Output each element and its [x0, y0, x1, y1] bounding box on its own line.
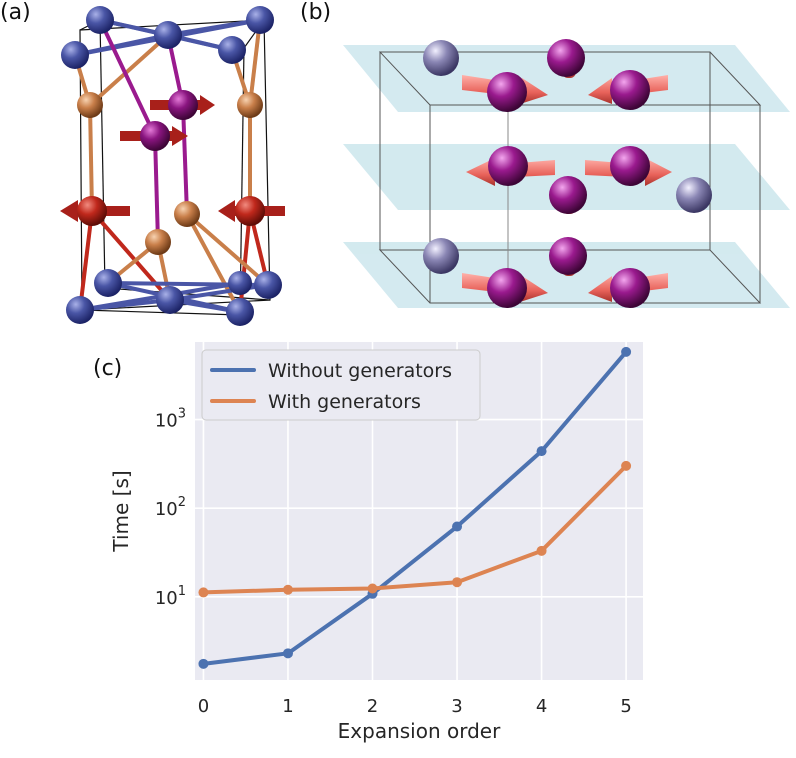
x-tick-labels: 0 1 2 3 4 5: [198, 696, 632, 717]
copper-atom: [237, 92, 263, 118]
magenta-atom: [547, 39, 585, 77]
x-tick-label: 1: [282, 696, 293, 717]
purple-atom: [168, 90, 198, 120]
x-tick-label: 2: [367, 696, 378, 717]
magenta-atom: [610, 70, 650, 110]
series-line-with-generators: [201, 463, 629, 595]
blue-atom: [94, 269, 122, 297]
crystal-structure-a: [60, 6, 285, 326]
lavender-atom: [423, 238, 459, 274]
atoms-a: [61, 6, 282, 326]
y-tick-label: 102: [155, 495, 186, 520]
blue-atom: [246, 6, 274, 34]
series-lines: [198, 346, 632, 669]
data-point-without-generators: [621, 346, 632, 357]
y-tick-labels: 101 102 103: [155, 407, 186, 609]
magenta-atom: [487, 72, 527, 112]
magenta-atom: [488, 146, 528, 186]
x-tick-label: 4: [536, 696, 547, 717]
legend-label-without-generators: Without generators: [268, 360, 452, 382]
data-point-with-generators: [452, 577, 463, 588]
lavender-atom: [676, 177, 712, 213]
blue-atom: [218, 36, 246, 64]
red-atom: [77, 196, 107, 226]
lavender-atom: [423, 40, 459, 76]
series-line-without-generators: [201, 349, 629, 666]
blue-atom: [66, 296, 94, 324]
data-point-with-generators: [367, 583, 378, 594]
blue-atom: [154, 21, 182, 49]
blue-atom: [156, 286, 184, 314]
data-point-with-generators: [198, 587, 209, 598]
data-point-without-generators: [536, 446, 547, 457]
data-point-with-generators: [282, 584, 293, 595]
x-tick-label: 5: [620, 696, 631, 717]
legend-label-with-generators: With generators: [268, 391, 421, 413]
data-point-with-generators: [621, 460, 632, 471]
legend-box: [201, 349, 481, 421]
data-point-without-generators: [282, 648, 293, 659]
magnetic-layers-b: [343, 39, 790, 308]
magenta-atom: [487, 268, 527, 308]
y-tick-label: 101: [155, 584, 186, 609]
y-axis-label: Time [s]: [109, 470, 133, 552]
red-atom: [235, 196, 265, 226]
panel-label-b: (b): [300, 0, 332, 25]
x-tick-label: 0: [198, 696, 209, 717]
purple-atom: [140, 121, 170, 151]
atoms-b: [423, 39, 712, 308]
copper-atom: [174, 201, 200, 227]
magenta-atom: [549, 237, 587, 275]
y-tick-label: 103: [155, 407, 186, 432]
copper-atom: [145, 229, 171, 255]
legend: Without generators With generators: [201, 349, 481, 421]
data-point-without-generators: [198, 658, 209, 669]
blue-atom: [226, 298, 254, 326]
blue-atom: [228, 271, 252, 295]
blue-atom: [61, 41, 89, 69]
magenta-atom: [610, 146, 650, 186]
blue-atom: [86, 6, 114, 34]
panel-label-c: (c): [93, 356, 123, 381]
data-point-with-generators: [536, 545, 547, 556]
magenta-atom: [549, 176, 587, 214]
panel-label-a: (a): [0, 0, 31, 25]
x-tick-label: 3: [451, 696, 462, 717]
magenta-atom: [610, 268, 650, 308]
copper-atom: [77, 92, 103, 118]
data-point-without-generators: [452, 521, 463, 532]
x-axis-label: Expansion order: [338, 719, 501, 743]
blue-atom: [254, 271, 282, 299]
